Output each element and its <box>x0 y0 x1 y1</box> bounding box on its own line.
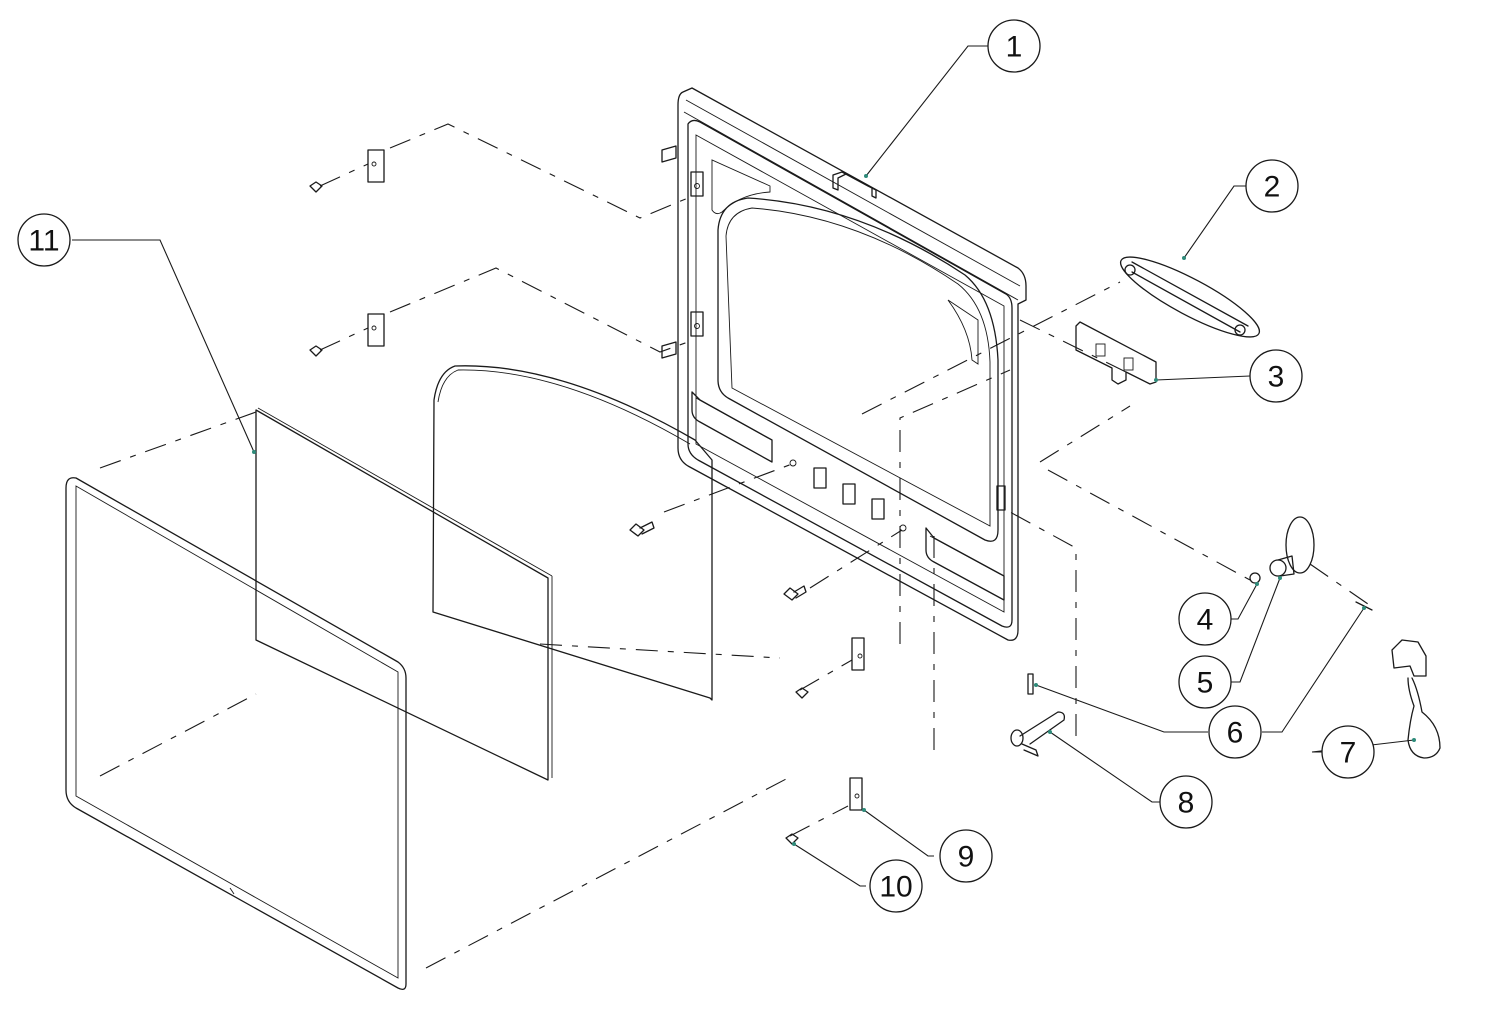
balloon-9: 9 <box>939 829 993 883</box>
latch-shaft-part <box>1010 711 1066 757</box>
spring-clip-part <box>1249 572 1261 584</box>
balloon-8-label: 8 <box>1178 787 1195 820</box>
balloon-7-label: 7 <box>1340 737 1357 770</box>
balloon-1-label: 1 <box>1006 31 1023 64</box>
door-frame-part <box>661 87 1027 641</box>
balloon-6: 6 <box>1208 705 1262 759</box>
balloon-4: 4 <box>1178 592 1232 646</box>
balloon-10-label: 10 <box>879 871 912 904</box>
handle-part <box>1391 639 1441 759</box>
clip-middle-part <box>309 313 385 357</box>
balloon-10: 10 <box>869 859 923 913</box>
balloon-5: 5 <box>1178 655 1232 709</box>
balloon-3-label: 3 <box>1268 361 1285 394</box>
handle-plate-part <box>1119 256 1261 338</box>
bolt-left-part <box>629 521 655 537</box>
balloon-2-label: 2 <box>1264 171 1281 204</box>
balloon-2: 2 <box>1245 159 1299 213</box>
balloon-8: 8 <box>1159 775 1213 829</box>
rope-frame-part <box>65 477 407 990</box>
leader-lines <box>72 45 1416 887</box>
balloon-11-label: 11 <box>28 225 59 258</box>
bolt-right-part <box>783 585 807 601</box>
clip-bottom-part <box>785 777 863 845</box>
balloon-6-label: 6 <box>1227 717 1244 750</box>
clip-upper-part <box>309 149 385 193</box>
balloon-5-label: 5 <box>1197 667 1214 700</box>
gasket-seal-part <box>432 365 713 701</box>
clip-lower-part <box>795 637 865 699</box>
assembly-lines <box>99 123 1369 969</box>
balloon-7: 7 <box>1321 725 1375 779</box>
balloon-3: 3 <box>1249 349 1303 403</box>
balloon-1: 1 <box>987 19 1041 73</box>
glass-panel-part <box>255 407 553 781</box>
latch-bracket-part <box>1075 321 1157 385</box>
balloon-11: 11 <box>17 213 71 267</box>
balloon-9-label: 9 <box>958 841 975 874</box>
balloon-4-label: 4 <box>1197 604 1214 637</box>
bushing-part <box>1269 516 1315 577</box>
